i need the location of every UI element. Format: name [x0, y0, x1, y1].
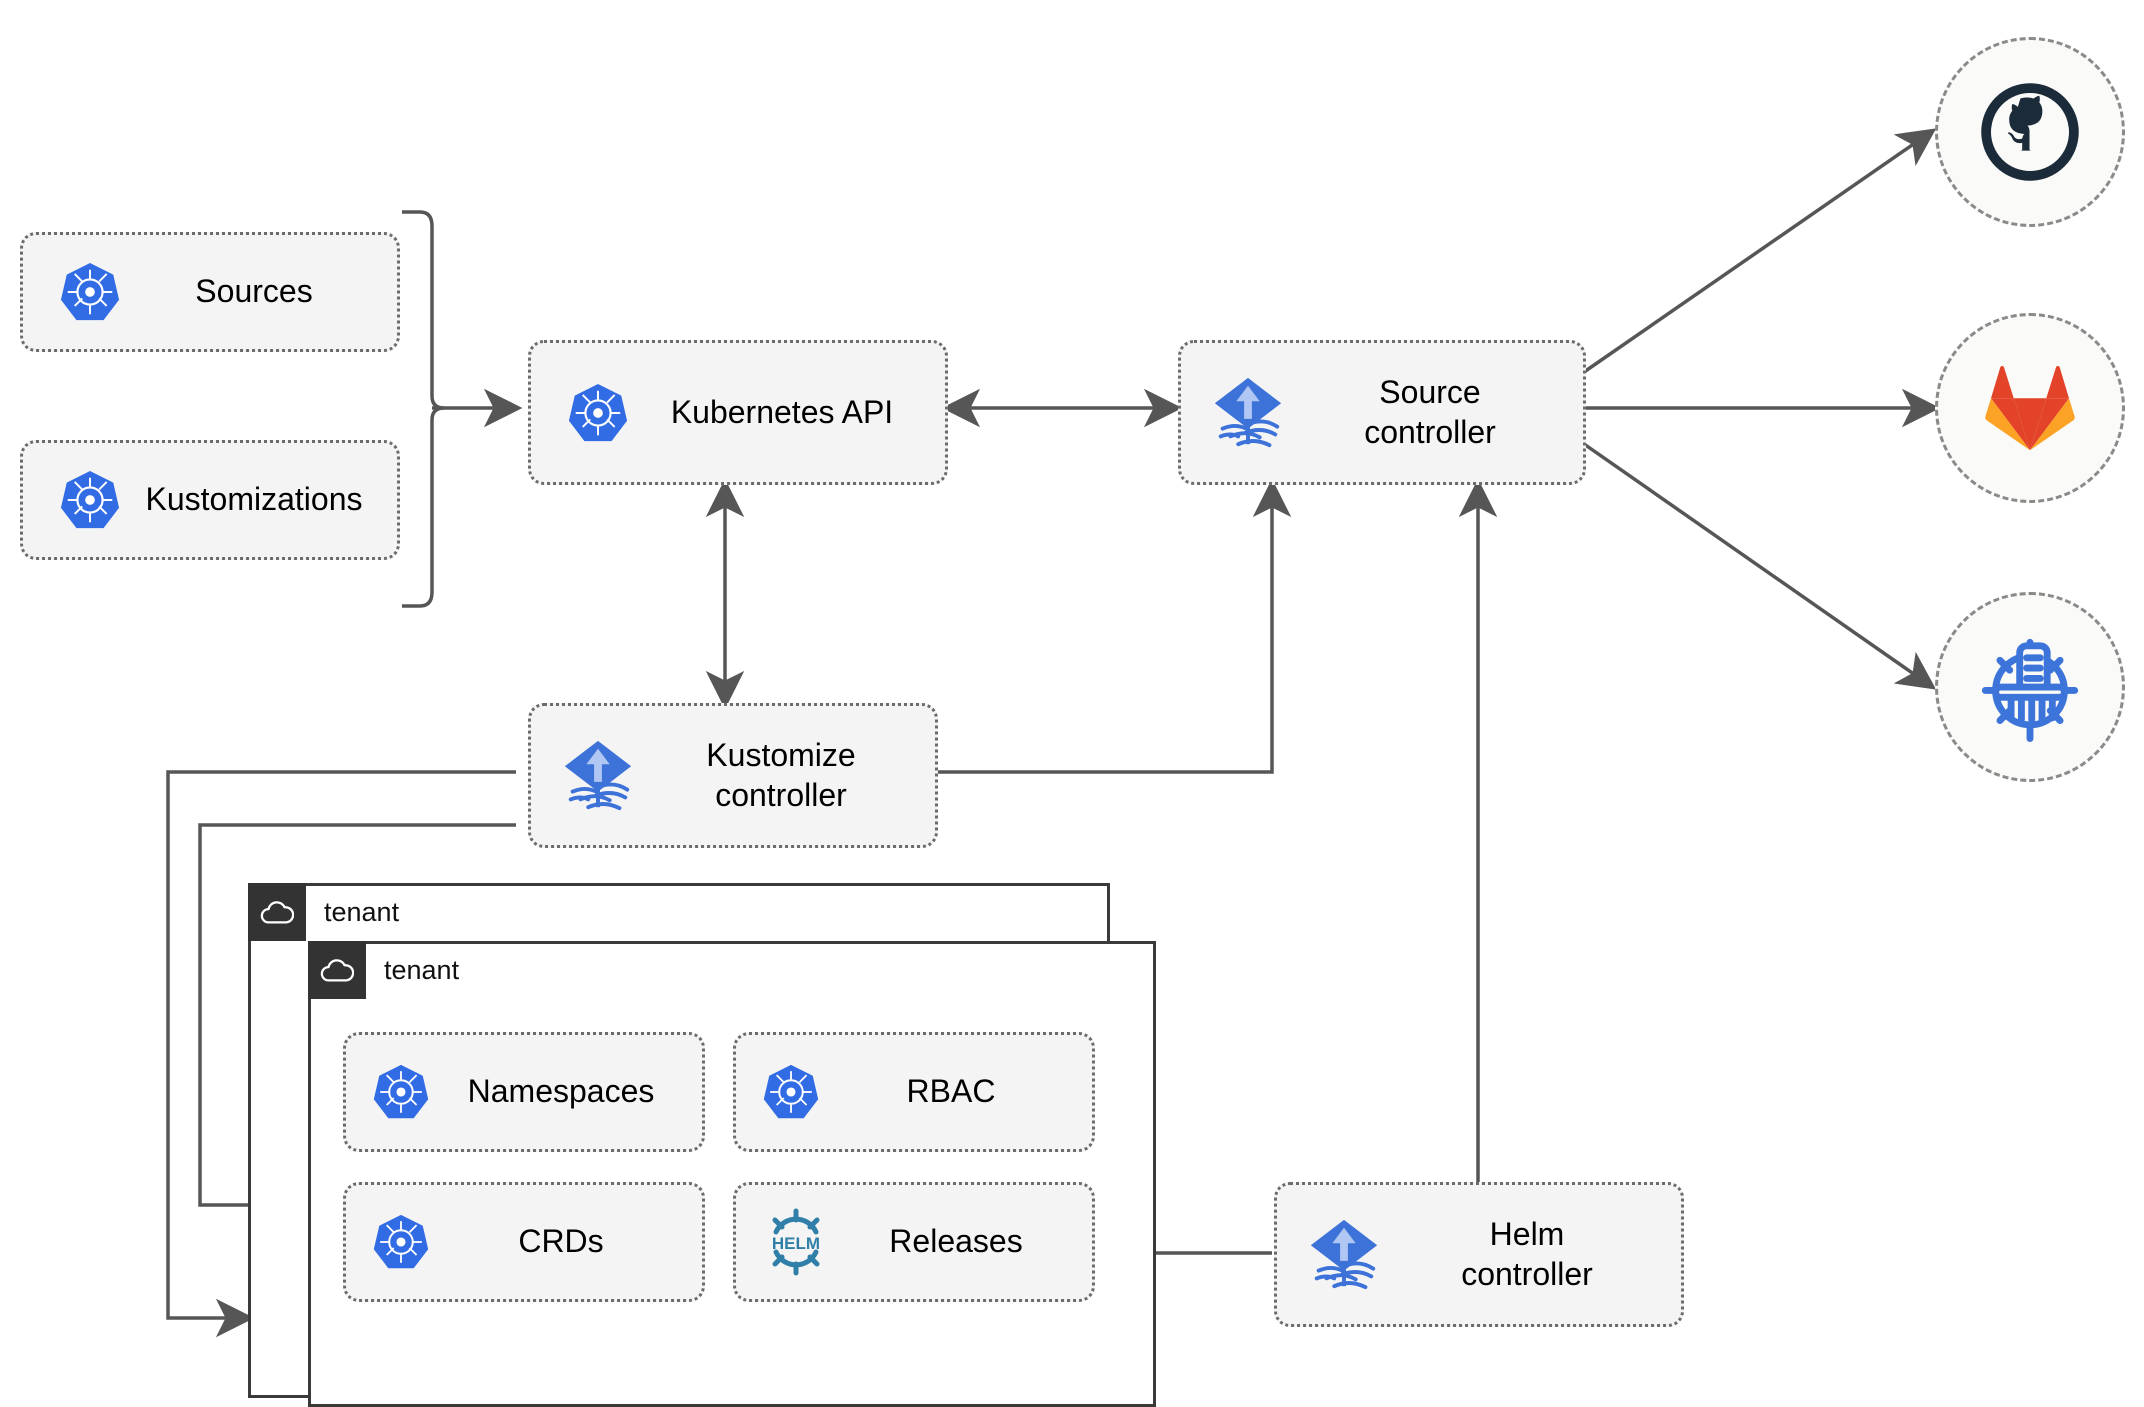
- cloud-icon: [248, 883, 306, 941]
- edge-kustomize-source: [938, 478, 1292, 774]
- node-label: Kustomize controller: [706, 737, 856, 813]
- node-kubernetes-api[interactable]: Kubernetes API: [528, 340, 948, 485]
- node-rbac[interactable]: RBAC: [733, 1032, 1095, 1152]
- edge-source-github: [1583, 128, 1937, 374]
- provider-github[interactable]: [1935, 37, 2125, 227]
- node-label: Sources: [195, 273, 313, 310]
- node-label: RBAC: [906, 1073, 996, 1110]
- node-label: Kustomizations: [145, 481, 363, 518]
- tenant-label: tenant: [384, 954, 460, 985]
- tenant-frame-inner: tenant Na: [308, 941, 1156, 1407]
- flux-icon: [1209, 374, 1287, 452]
- node-label: Releases: [889, 1223, 1023, 1260]
- flux-icon: [1305, 1216, 1383, 1294]
- kubernetes-icon: [59, 469, 121, 531]
- kubernetes-icon: [762, 1063, 820, 1121]
- provider-gitlab[interactable]: [1935, 313, 2125, 503]
- bucket-icon: [1981, 638, 2079, 742]
- kubernetes-icon: [567, 382, 629, 444]
- tenant-label: tenant: [324, 896, 400, 927]
- node-label: Kubernetes API: [670, 393, 894, 430]
- node-kustomizations[interactable]: Kustomizations: [20, 440, 400, 560]
- helm-icon: HELM: [762, 1208, 830, 1276]
- svg-text:HELM: HELM: [772, 1234, 820, 1253]
- node-label: CRDs: [518, 1223, 604, 1260]
- tenant-header: tenant: [248, 883, 399, 941]
- github-icon: [1981, 83, 2079, 181]
- group-bracket: [402, 210, 445, 608]
- node-releases[interactable]: HELM Releases: [733, 1182, 1095, 1302]
- tenant-header: tenant: [308, 941, 459, 999]
- node-helm-controller[interactable]: Helm controller: [1274, 1182, 1684, 1327]
- provider-bucket[interactable]: [1935, 592, 2125, 782]
- node-kustomize-controller[interactable]: Kustomize controller: [528, 703, 938, 848]
- kubernetes-icon: [372, 1213, 430, 1271]
- node-crds[interactable]: CRDs: [343, 1182, 705, 1302]
- node-namespaces[interactable]: Namespaces: [343, 1032, 705, 1152]
- flux-icon: [559, 737, 637, 815]
- kubernetes-icon: [59, 261, 121, 323]
- node-sources[interactable]: Sources: [20, 232, 400, 352]
- node-label: Helm controller: [1461, 1216, 1593, 1292]
- node-label: Namespaces: [467, 1073, 655, 1110]
- edge-source-bucket: [1582, 442, 1937, 690]
- cloud-icon: [308, 941, 366, 999]
- node-source-controller[interactable]: Source controller: [1178, 340, 1586, 485]
- gitlab-icon: [1985, 365, 2075, 451]
- kubernetes-icon: [372, 1063, 430, 1121]
- node-label: Source controller: [1364, 374, 1496, 450]
